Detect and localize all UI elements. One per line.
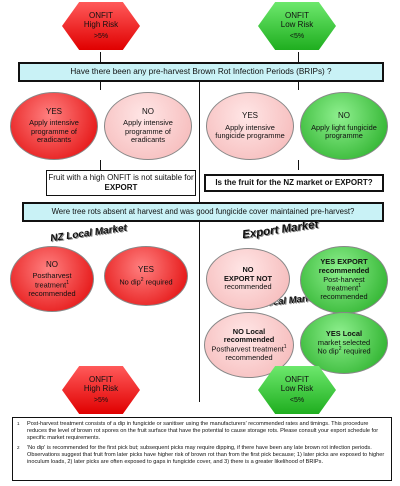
- tree-rots-question-box: Were tree rots absent at harvest and was…: [22, 202, 384, 222]
- nz-yes-circle: YES No dip2 required: [104, 246, 188, 306]
- circle-head: YES: [45, 107, 62, 117]
- brip-question-box: Have there been any pre-harvest Brown Ro…: [18, 62, 384, 82]
- circle-text: recommended: [224, 282, 272, 292]
- right-no-circle: NO Apply light fungicide programme: [300, 92, 388, 160]
- local-no-circle: NO Local recommended Postharvest treatme…: [204, 312, 294, 378]
- hex-sub: <5%: [289, 397, 305, 405]
- circle-text: Post-harvest treatment1 recommended: [320, 274, 368, 301]
- footnote-1: 1 Post-harvest treatment consists of a d…: [17, 421, 387, 442]
- connector-top-left: [100, 52, 101, 62]
- circle-text: Apply light fungicide programme: [311, 122, 377, 141]
- connector-top-right: [298, 52, 299, 62]
- export-yes-circle: YES EXPORT recommended Post-harvest trea…: [300, 246, 388, 314]
- bottom-left-risk-hexagon: ONFIT High Risk >5%: [62, 366, 140, 414]
- right-question-box: Is the fruit for the NZ market or EXPORT…: [204, 174, 384, 192]
- circle-bold: EXPORT NOT: [223, 273, 273, 283]
- circle-text: Apply intensive fungicide programme: [215, 122, 285, 141]
- hex-line2: Low Risk: [280, 383, 314, 393]
- circle-bold: YES Local: [325, 328, 363, 338]
- hex-sub: >5%: [93, 33, 109, 41]
- hex-line1: ONFIT: [89, 374, 113, 384]
- hex-line1: ONFIT: [89, 10, 113, 20]
- export-market-label: Export Market: [241, 218, 320, 242]
- circle-text: Postharvest treatment1 recommended: [211, 343, 287, 362]
- circle-head: NO: [338, 111, 350, 121]
- right-yes-circle: YES Apply intensive fungicide programme: [206, 92, 294, 160]
- circle-head: NO: [46, 259, 58, 269]
- circle-text: Apply intensive programme of eradicants: [29, 118, 79, 145]
- footnote-number: 2: [17, 444, 20, 450]
- left-result-text: Fruit with a high ONFIT is not suitable …: [48, 173, 194, 192]
- center-divider: [199, 82, 200, 402]
- local-yes-circle: YES Local market selected No dip2 requir…: [300, 312, 388, 374]
- top-left-risk-hexagon: ONFIT High Risk >5%: [62, 2, 140, 50]
- circle-text: Apply intensive programme of eradicants: [123, 118, 173, 145]
- footnote-2: 2 'No dip' is recommended for the first …: [17, 445, 387, 466]
- bottom-right-risk-hexagon: ONFIT Low Risk <5%: [258, 366, 336, 414]
- circle-head: NO: [242, 265, 254, 275]
- circle-text: No dip2 required: [119, 276, 173, 287]
- left-no-circle: NO Apply intensive programme of eradican…: [104, 92, 192, 160]
- hex-line1: ONFIT: [285, 374, 309, 384]
- circle-bold: NO Local recommended: [223, 326, 275, 345]
- circle-head: NO: [142, 107, 154, 117]
- connector-right-question: [298, 160, 299, 170]
- hex-sub: <5%: [289, 33, 305, 41]
- circle-text: market selected: [317, 337, 371, 347]
- top-right-risk-hexagon: ONFIT Low Risk <5%: [258, 2, 336, 50]
- footnote-number: 1: [17, 421, 20, 426]
- circle-text: Postharvest treatment1 recommended: [28, 271, 76, 298]
- hex-line2: Low Risk: [280, 19, 314, 29]
- circle-text2: No dip2 required: [317, 346, 371, 356]
- hex-sub: >5%: [93, 397, 109, 405]
- footnote-text: 'No dip' is recommended for the first pi…: [27, 444, 385, 465]
- footnotes-box: 1 Post-harvest treatment consists of a d…: [12, 417, 392, 481]
- footnote-text: Post-harvest treatment consists of a dip…: [27, 421, 379, 441]
- brip-question-text: Have there been any pre-harvest Brown Ro…: [70, 67, 332, 77]
- circle-head: YES: [241, 111, 258, 121]
- left-yes-circle: YES Apply intensive programme of eradica…: [10, 92, 98, 160]
- hex-line1: ONFIT: [285, 10, 309, 20]
- circle-bold: YES EXPORT recommended: [318, 257, 370, 275]
- connector-q1-right: [298, 82, 299, 90]
- hex-line2: High Risk: [83, 19, 119, 29]
- circle-head: YES: [137, 265, 154, 275]
- left-result-box: Fruit with a high ONFIT is not suitable …: [46, 170, 196, 196]
- nz-local-market-label-left: NZ Local Market: [49, 222, 128, 245]
- connector-left-result: [100, 160, 101, 170]
- hex-line2: High Risk: [83, 383, 119, 393]
- right-question-text: Is the fruit for the NZ market or EXPORT…: [215, 178, 373, 188]
- export-no-circle: NO EXPORT NOT recommended: [206, 248, 290, 310]
- nz-no-circle: NO Postharvest treatment1 recommended: [10, 246, 94, 312]
- tree-rots-question-text: Were tree rots absent at harvest and was…: [51, 207, 355, 217]
- connector-q1-left: [100, 82, 101, 90]
